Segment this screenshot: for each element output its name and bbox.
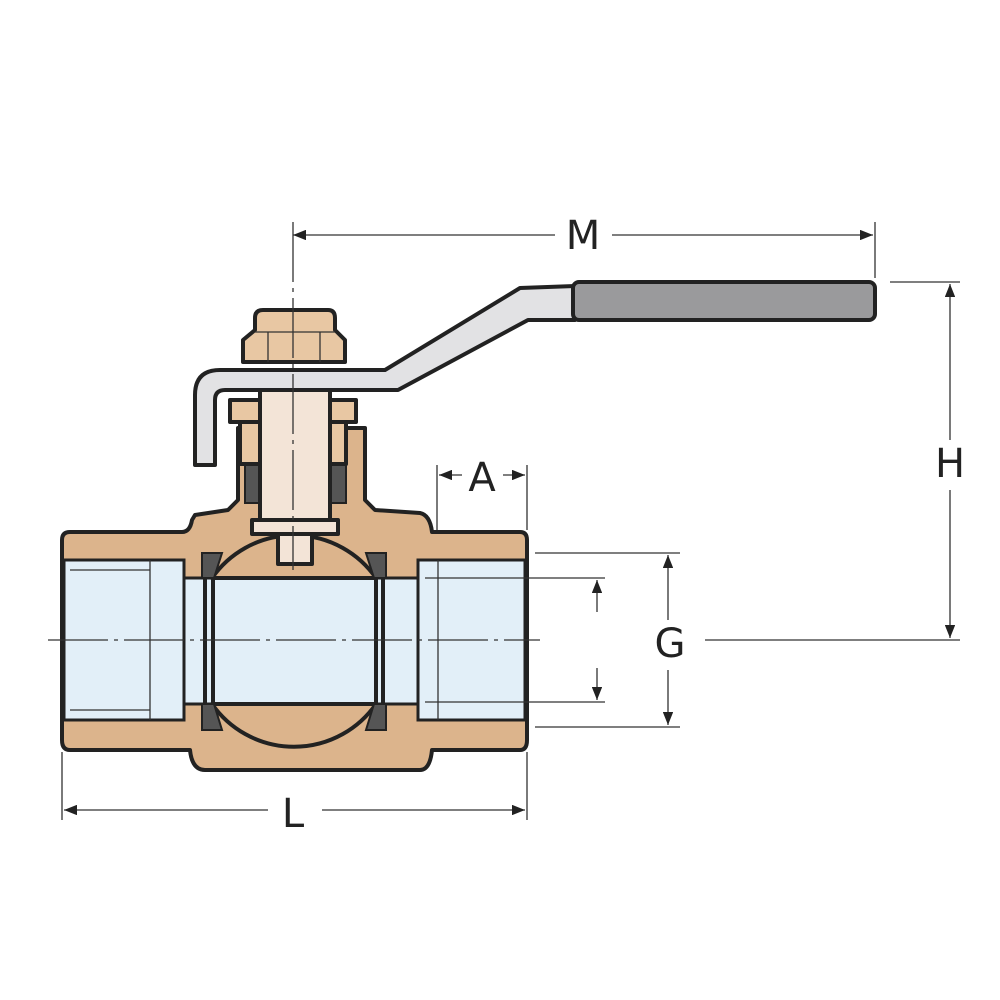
dimension-label-L: L <box>282 791 305 837</box>
lever-grip[interactable] <box>571 280 877 322</box>
seal <box>364 552 387 579</box>
packing <box>329 464 347 504</box>
hex-nut <box>241 308 347 364</box>
seal <box>364 703 387 731</box>
seal <box>201 552 224 579</box>
dimension-label-M: M <box>566 213 601 259</box>
dimension-label-A: A <box>468 455 496 501</box>
dimension-label-H: H <box>935 441 965 487</box>
seal <box>201 703 224 731</box>
stem <box>258 388 332 524</box>
dimension-label-G: G <box>655 621 686 667</box>
